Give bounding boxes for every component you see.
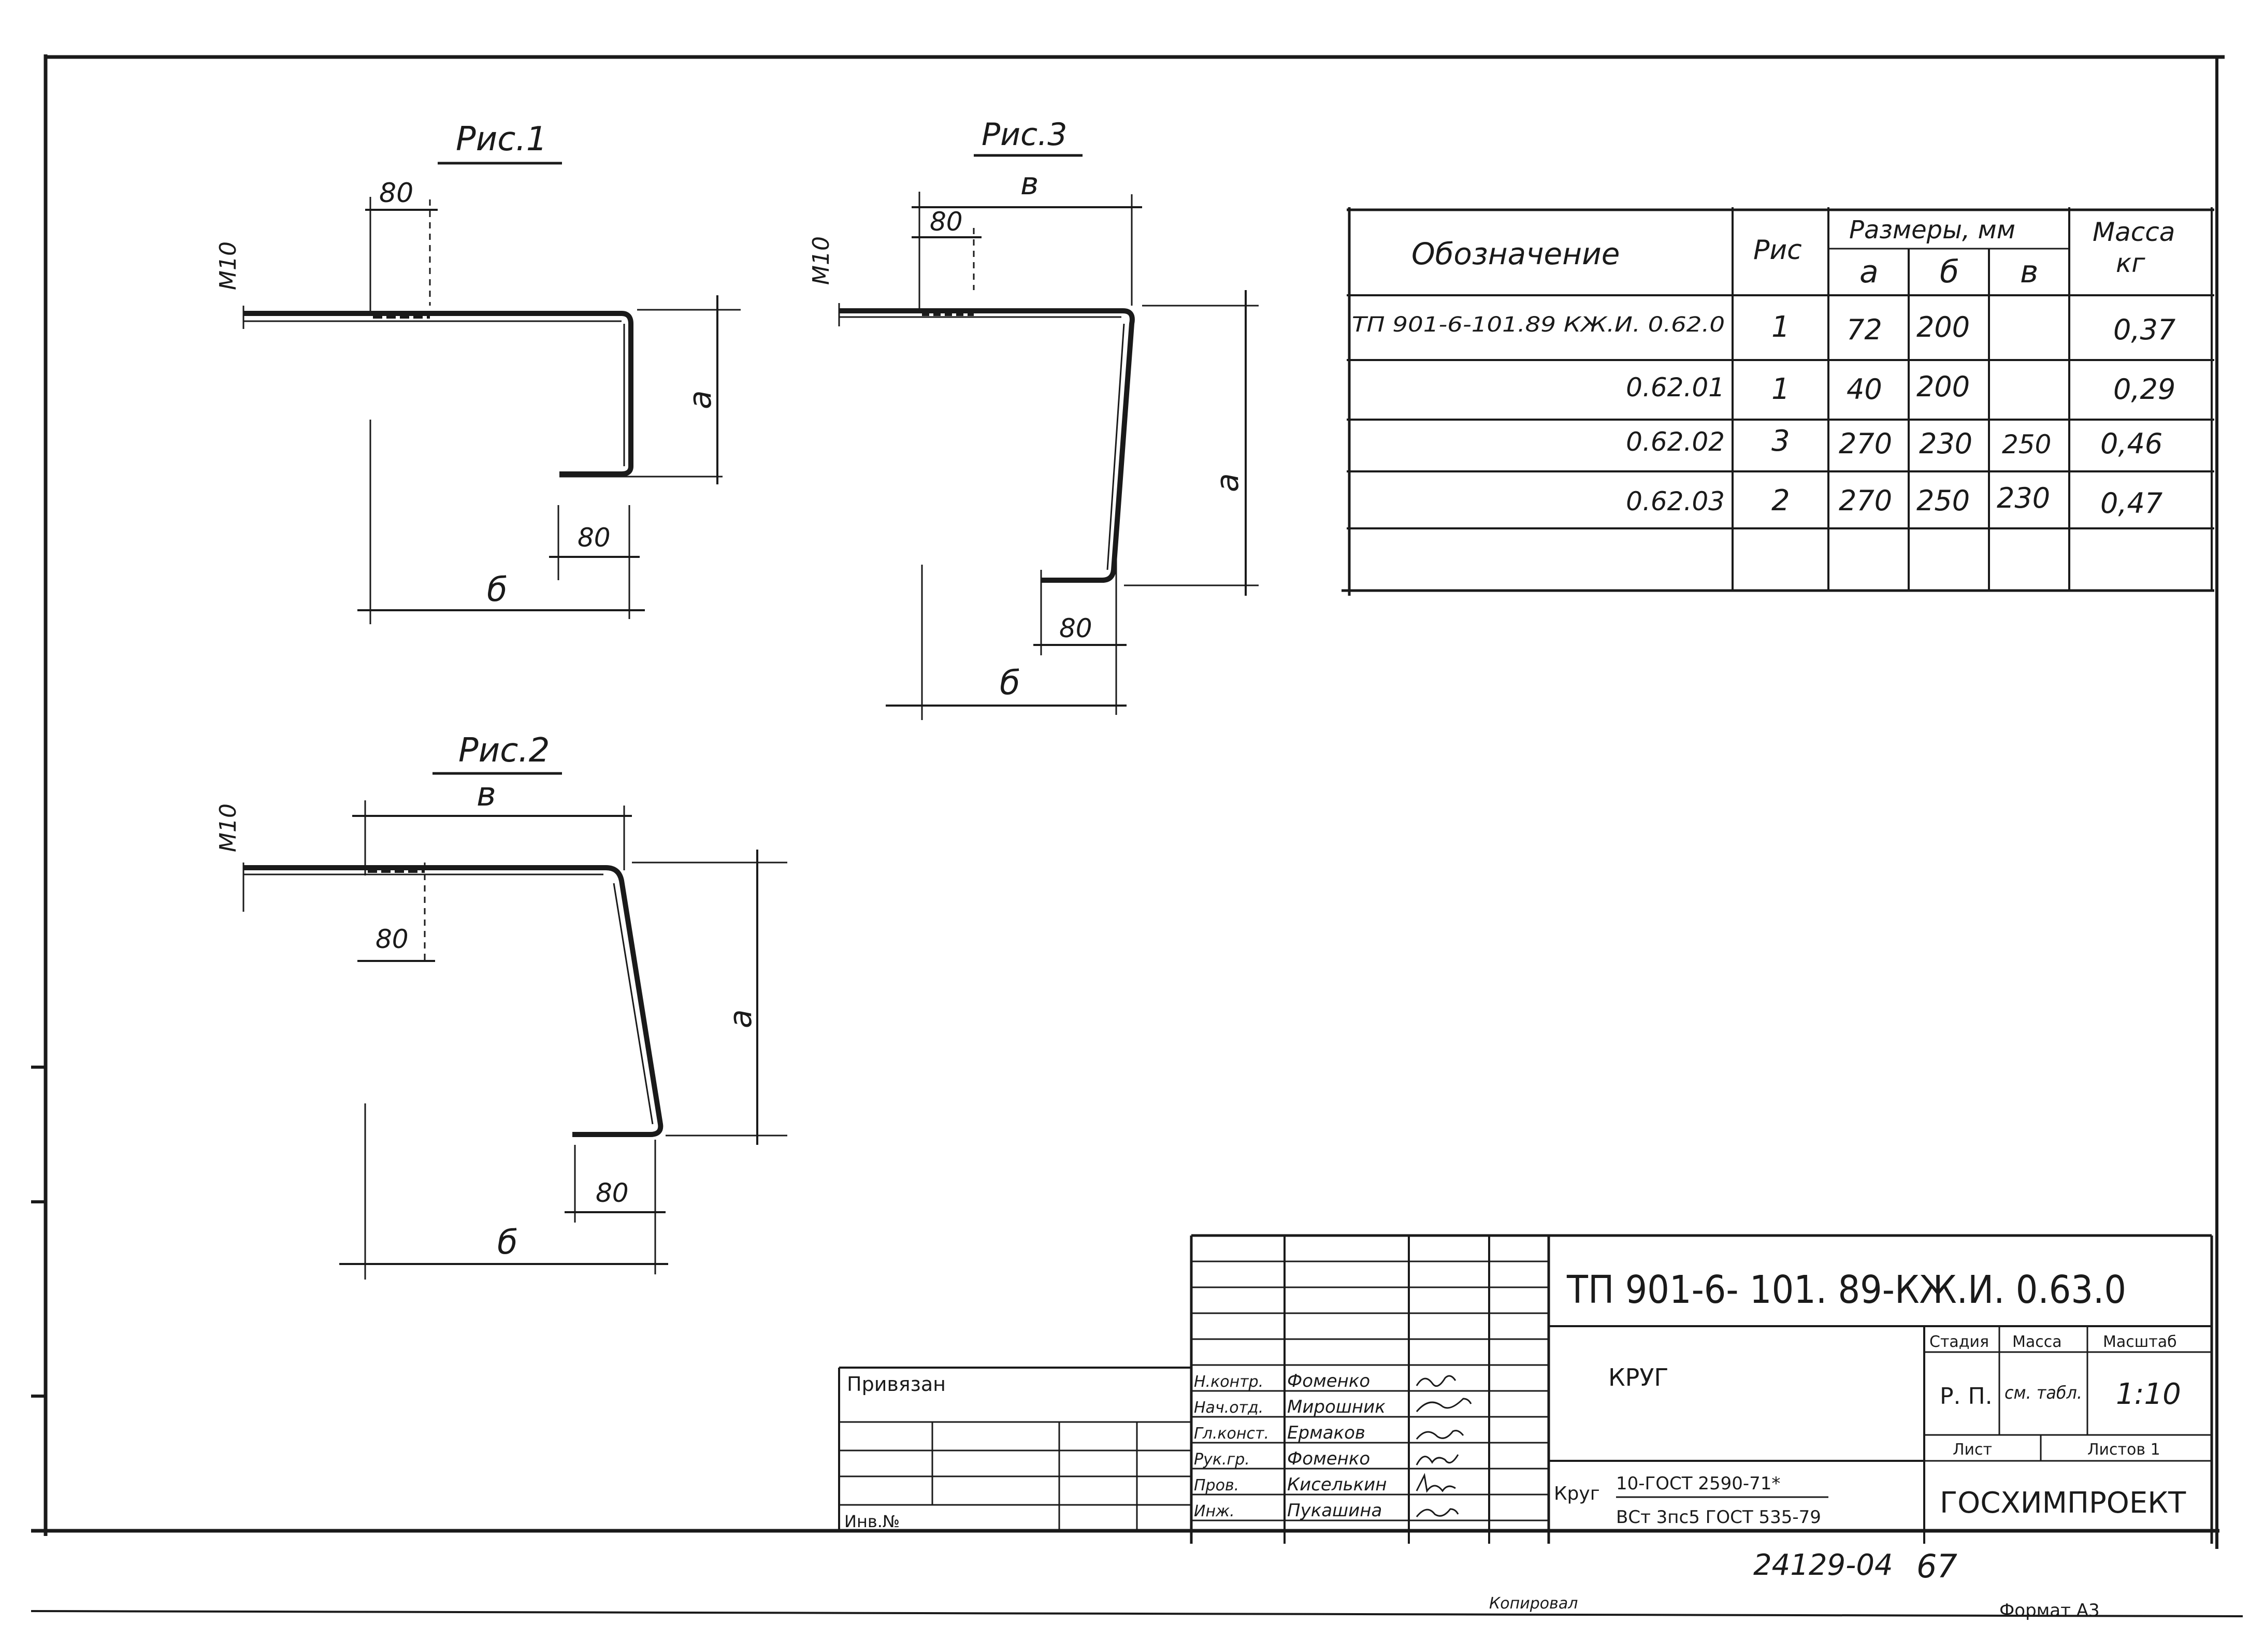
mass-label: Масса [2012, 1333, 2062, 1351]
fig1-bar [243, 311, 633, 477]
stage-label: Стадия [1929, 1333, 1989, 1351]
fig2-title: Рис.2 [458, 731, 550, 770]
spec-header-mass-unit: кг [2116, 248, 2145, 278]
fig3-bar-dia: М10 [808, 236, 834, 285]
spec-header-fig: Рис [1753, 235, 1802, 266]
spec-header-designation: Обозначение [1411, 236, 1620, 271]
fig1-dim-a: а [682, 390, 718, 409]
sheet-label: Лист [1953, 1441, 1992, 1459]
role-label: Инж. [1194, 1502, 1235, 1520]
fig1-hook-dim: 80 [379, 178, 413, 209]
page-number: 67 [1916, 1547, 1957, 1585]
sheets-label: Листов 1 [2087, 1441, 2160, 1459]
spec-row-b: 250 [1916, 484, 1970, 517]
inv-no-label: Инв.№ [844, 1512, 900, 1531]
drawing-name: КРУГ [1608, 1363, 1668, 1391]
figure-1: Рис.1 80 М10 а 80 б [215, 120, 741, 624]
fig3-title: Рис.3 [982, 117, 1067, 153]
doc-code: ТП 901-6- 101. 89-КЖ.И. 0.63.0 [1566, 1268, 2126, 1312]
fig3-dim-a: а [1209, 473, 1246, 492]
spec-row-designation: 0.62.03 [1626, 486, 1725, 516]
company-name: ГОСХИМПРОЕКТ [1940, 1486, 2186, 1520]
spec-row-b: 230 [1919, 427, 1972, 460]
format-label: Формат А3 [1999, 1600, 2100, 1621]
role-name: Киселькин [1287, 1474, 1387, 1495]
spec-row-designation: ТП 901-6-101.89 КЖ.И. 0.62.0 [1352, 313, 1725, 337]
role-name: Пукашина [1287, 1500, 1382, 1521]
fig2-bar-dia: М10 [215, 803, 241, 852]
spec-row-fig: 1 [1771, 310, 1790, 344]
figure-2: Рис.2 в М10 80 а 80 б [215, 731, 787, 1280]
fig2-hook-bottom-dim: 80 [596, 1178, 629, 1208]
spec-row-mass: 0,37 [2113, 313, 2175, 346]
role-name: Фоменко [1287, 1448, 1370, 1469]
fig3-hook-bottom-dim: 80 [1059, 613, 1092, 643]
scale-label: Масштаб [2103, 1333, 2177, 1351]
mass-value: см. табл. [2005, 1383, 2082, 1403]
scale-value: 1:10 [2116, 1377, 2181, 1411]
spec-row-a: 72 [1847, 313, 1882, 346]
fig3-hook-dim: 80 [930, 207, 963, 237]
fig2-bar [243, 865, 664, 1137]
fig1-hook-bottom-dim: 80 [578, 523, 611, 553]
privyazan-label: Привязан [847, 1373, 946, 1396]
title-block: Привязан Инв.№ Н.контр. Фоменко Нач.отд.… [838, 1234, 2213, 1585]
fig1-dim-b: б [487, 571, 507, 609]
signatures [1416, 1375, 1472, 1517]
spec-header-a: а [1859, 254, 1879, 290]
fig1-bar-dia: М10 [215, 241, 241, 290]
fig2-dim-b: б [497, 1224, 517, 1262]
bottom-number: 24129-04 [1753, 1548, 1893, 1582]
spec-header-v: в [2020, 254, 2038, 290]
fig2-dim-a: а [723, 1009, 759, 1028]
role-label: Рук.гр. [1194, 1450, 1250, 1469]
sheet-frame [31, 54, 2243, 1617]
fig3-dim-v: в [1020, 166, 1039, 202]
spec-table: Обозначение Рис Размеры, мм а б в Масса … [1342, 207, 2214, 596]
fig3-dim-b: б [1000, 664, 1020, 702]
spec-row-fig: 3 [1771, 424, 1790, 458]
spec-row-fig: 1 [1771, 372, 1790, 406]
fig1-title: Рис.1 [456, 120, 547, 159]
spec-row-mass: 0,47 [2100, 487, 2162, 520]
stage-value: Р. П. [1940, 1383, 1993, 1410]
spec-header-sizes: Размеры, мм [1849, 216, 2015, 245]
role-label: Нач.отд. [1194, 1399, 1263, 1417]
spec-row-mass: 0,46 [2100, 427, 2162, 460]
material-line2: ВСт 3пс5 ГОСТ 535-79 [1616, 1507, 1821, 1528]
spec-row-designation: 0.62.02 [1626, 427, 1725, 457]
copied-label: Копировал [1489, 1594, 1578, 1613]
fig2-dim-v: в [477, 775, 496, 814]
spec-row-v: 230 [1997, 482, 2050, 514]
spec-row-a: 270 [1839, 427, 1892, 460]
role-name: Мирошник [1287, 1397, 1386, 1417]
role-name: Фоменко [1287, 1371, 1370, 1391]
fig3-bar [839, 308, 1135, 583]
role-label: Н.контр. [1194, 1373, 1263, 1391]
spec-header-b: б [1940, 254, 1959, 290]
role-label: Пров. [1194, 1476, 1239, 1495]
spec-row-fig: 2 [1771, 484, 1790, 518]
spec-row-v: 250 [2002, 429, 2051, 459]
role-name: Ермаков [1287, 1423, 1365, 1443]
figure-3: Рис.3 в 80 М10 а 80 б [808, 117, 1259, 720]
role-label: Гл.конст. [1194, 1425, 1269, 1443]
fig2-hook-dim: 80 [376, 924, 409, 954]
spec-header-mass: Масса [2093, 217, 2175, 247]
spec-row-b: 200 [1916, 311, 1970, 343]
spec-row-a: 270 [1839, 484, 1892, 517]
material-line1: 10-ГОСТ 2590-71* [1616, 1473, 1780, 1494]
spec-row-b: 200 [1916, 370, 1970, 403]
spec-row-mass: 0,29 [2113, 373, 2175, 406]
spec-row-designation: 0.62.01 [1626, 372, 1725, 403]
material-prefix: Круг [1554, 1483, 1600, 1504]
spec-row-a: 40 [1847, 373, 1882, 406]
